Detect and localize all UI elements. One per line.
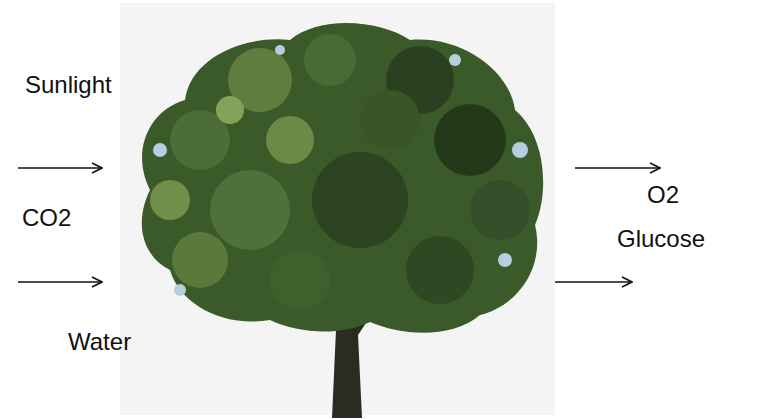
process-label: O2 <box>647 182 679 208</box>
label-slot: Water <box>68 329 131 355</box>
process-label: Glucose <box>617 226 705 252</box>
tree-canopy <box>142 23 543 333</box>
process-label: Water <box>68 329 131 355</box>
label-slot: O2 <box>647 182 679 208</box>
input-arrow <box>18 281 102 283</box>
label-slot: Sunlight <box>25 72 112 98</box>
output-arrow <box>555 281 632 283</box>
output-arrow <box>575 167 660 169</box>
label-slot: Glucose <box>617 226 705 252</box>
label-slot: CO2 <box>22 205 71 231</box>
process-label: Sunlight <box>25 72 112 98</box>
process-label: CO2 <box>22 205 71 231</box>
process-arrows <box>18 168 660 282</box>
input-arrow <box>18 167 102 169</box>
